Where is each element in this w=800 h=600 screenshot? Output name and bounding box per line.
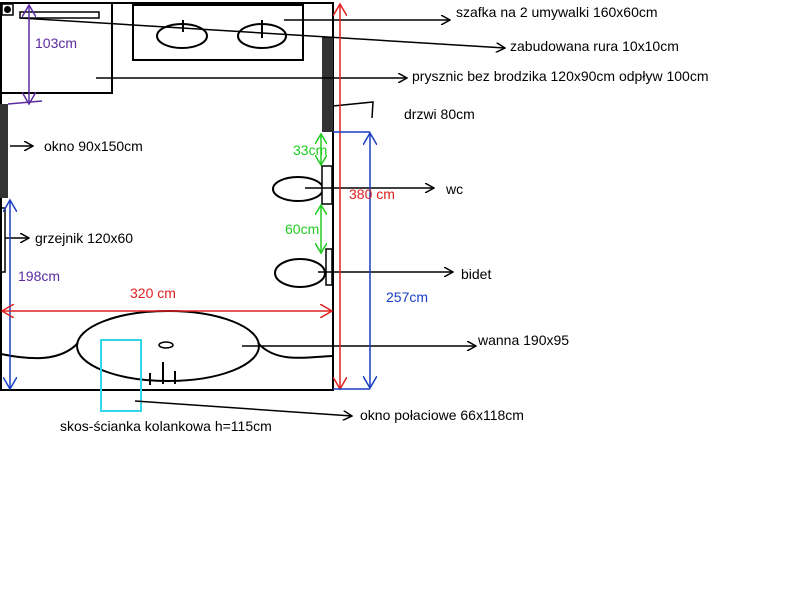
label-radiator: grzejnik 120x60 (35, 230, 133, 246)
shower-area (0, 2, 113, 94)
pointer-lines (5, 18, 505, 416)
wc (272, 176, 324, 202)
window (0, 104, 8, 198)
dim-103: 103cm (35, 35, 77, 51)
label-bidet: bidet (461, 266, 491, 282)
label-shower: prysznic bez brodzika 120x90cm odpływ 10… (412, 68, 708, 84)
dim-380: 380 cm (349, 186, 395, 202)
bathtub (76, 310, 260, 382)
label-pipe: zabudowana rura 10x10cm (510, 38, 679, 54)
dim-320: 320 cm (130, 285, 176, 301)
pipe-box (1, 3, 14, 16)
room-outline (0, 2, 334, 391)
label-window: okno 90x150cm (44, 138, 143, 154)
bathtub-drain (158, 341, 174, 349)
bidet (274, 258, 326, 288)
radiator (0, 207, 6, 273)
label-sink-cabinet: szafka na 2 umywalki 160x60cm (456, 4, 658, 20)
label-door: drzwi 80cm (404, 106, 475, 122)
shower-drain-bar (19, 11, 100, 19)
dim-257: 257cm (386, 289, 428, 305)
roof-window (100, 339, 142, 412)
label-roof-window: okno połaciowe 66x118cm (360, 407, 524, 423)
door (322, 37, 333, 132)
dim-60: 60cm (285, 221, 319, 237)
pipe-icon (4, 6, 11, 13)
dim-198: 198cm (18, 268, 60, 284)
dim-33: 33cm (293, 142, 327, 158)
sink-cabinet (132, 4, 304, 61)
label-knee-wall: skos-ścianka kolankowa h=115cm (60, 418, 272, 434)
label-bathtub: wanna 190x95 (477, 332, 569, 348)
wc-tank (321, 165, 333, 205)
label-wc: wc (445, 181, 463, 197)
bidet-back (325, 248, 333, 286)
